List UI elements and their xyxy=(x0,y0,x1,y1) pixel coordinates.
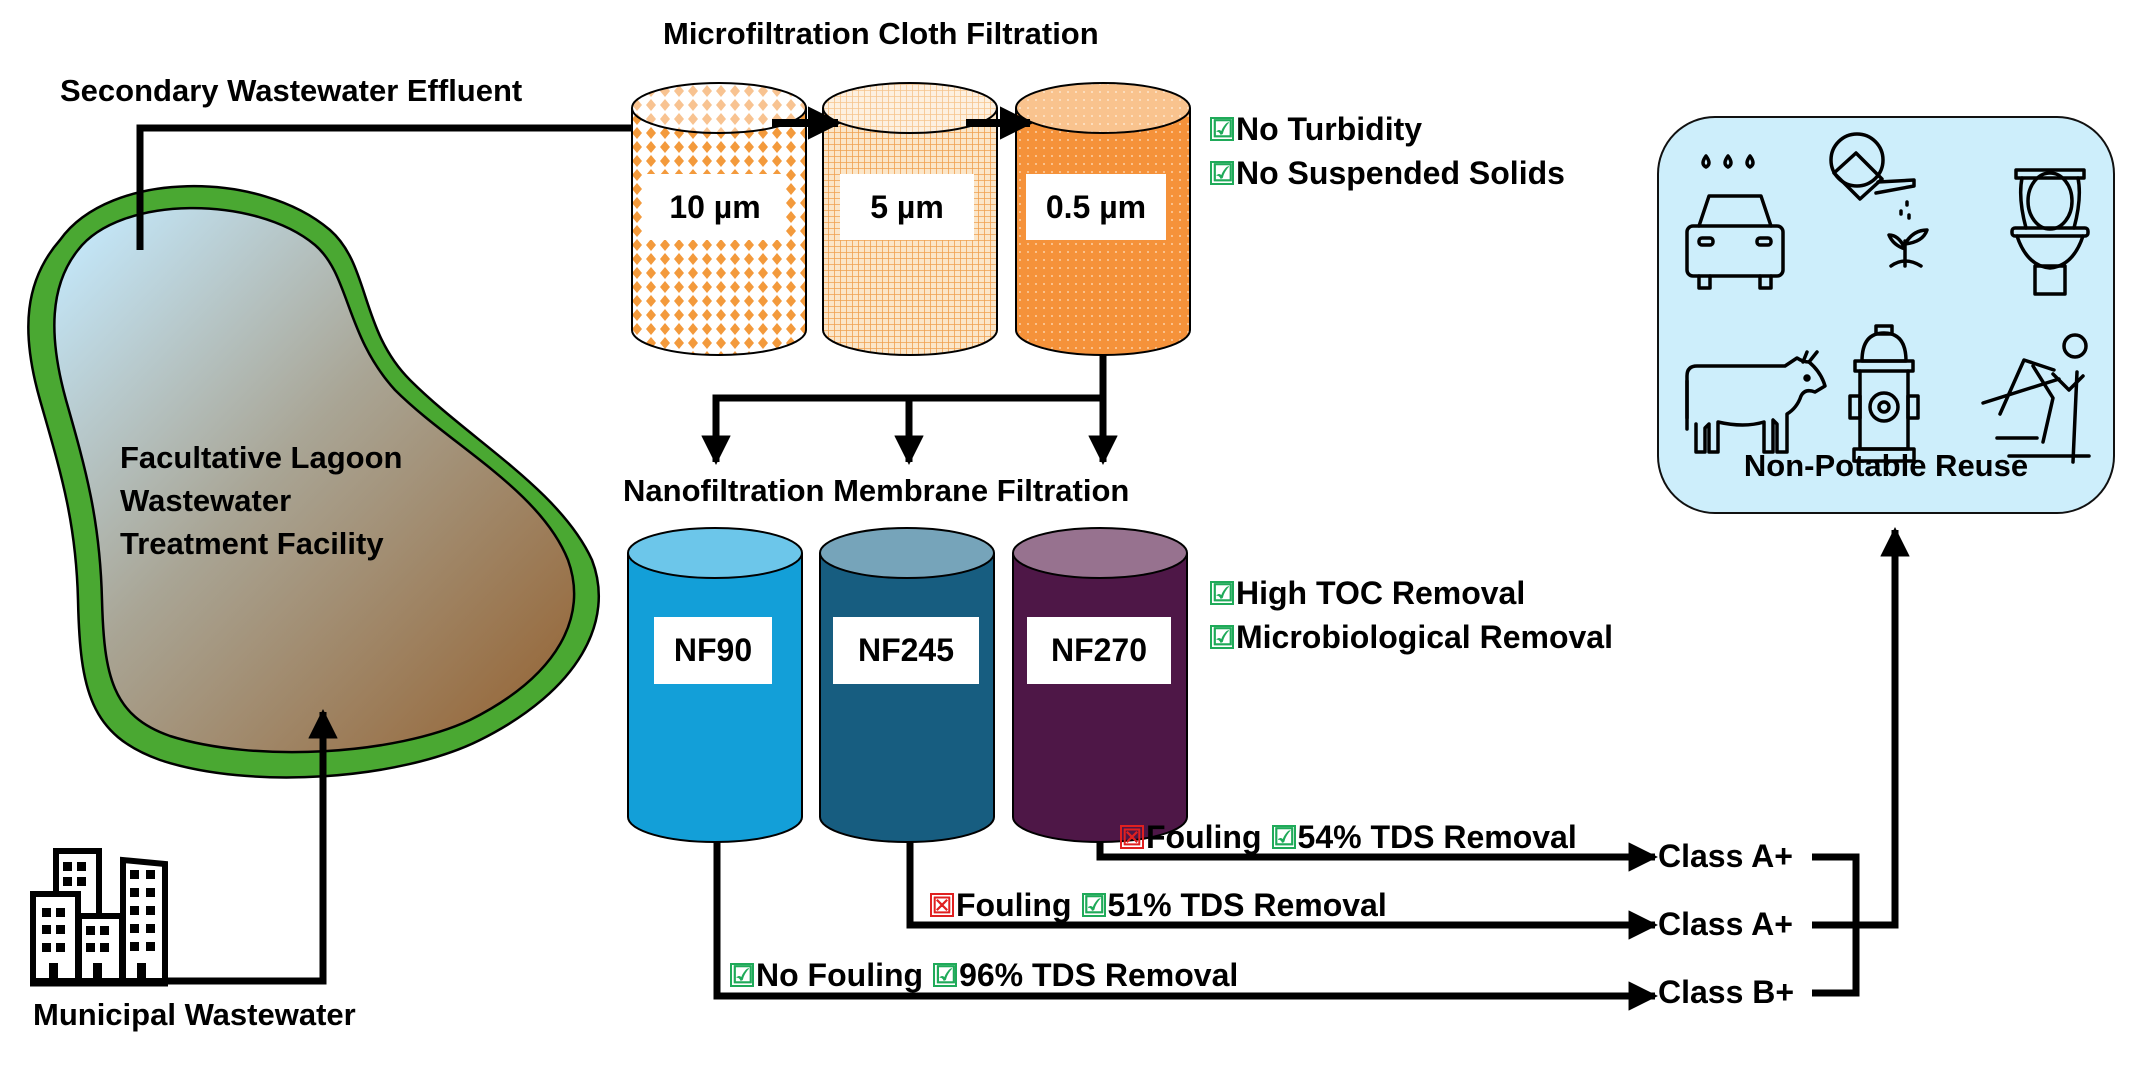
class-label-nf245: Class A+ xyxy=(1658,906,1793,942)
lagoon xyxy=(27,184,601,779)
watering-plant-icon xyxy=(1829,132,1929,268)
mf-to-nf-branch xyxy=(701,355,1118,465)
mf-label-05um: 0.5 µm xyxy=(1026,174,1166,240)
nf-label-nf245: NF245 xyxy=(833,617,979,684)
fouling-text: Fouling xyxy=(956,887,1072,923)
reuse-flow-arrow xyxy=(1856,527,1910,929)
mf-label-5um: 5 µm xyxy=(840,174,974,240)
x-icon: ☒ xyxy=(930,893,954,917)
lagoon-label-line: Wastewater xyxy=(120,483,292,518)
reuse-icons xyxy=(1685,132,2091,464)
fouling-text: Fouling xyxy=(1146,819,1262,855)
check-icon: ☑ xyxy=(1210,116,1234,143)
reuse-title: Non-Potable Reuse xyxy=(1743,448,2029,483)
mf-label-10um: 10 µm xyxy=(646,174,784,240)
check-icon: ☑ xyxy=(1081,892,1106,919)
lagoon-water xyxy=(53,206,576,754)
lagoon-label: Facultative Lagoon Wastewater Treatment … xyxy=(120,436,402,565)
effluent-label: Secondary Wastewater Effluent xyxy=(60,73,523,108)
outcome-text: No Turbidity xyxy=(1236,111,1423,147)
buildings-icon xyxy=(30,848,168,987)
nf-title: Nanofiltration Membrane Filtration xyxy=(623,473,1130,508)
class-label-nf90: Class B+ xyxy=(1658,974,1795,1010)
municipal-flow-arrow xyxy=(166,709,338,985)
check-icon: ☑ xyxy=(1271,824,1296,851)
nf-label-nf270: NF270 xyxy=(1027,617,1171,684)
nf245-outflow xyxy=(906,842,1658,940)
mf-outcomes: ☑ No Turbidity ☑ No Suspended Solids xyxy=(1210,107,1565,195)
x-icon: ☒ xyxy=(1120,825,1144,849)
nf270-outflow xyxy=(1096,842,1658,872)
skier-icon xyxy=(1981,333,2091,464)
check-icon: ☑ xyxy=(933,962,958,989)
check-icon: ☑ xyxy=(1210,160,1234,187)
check-icon: ☑ xyxy=(1210,624,1234,651)
fire-hydrant-icon xyxy=(1848,324,1920,463)
outcome-text: High TOC Removal xyxy=(1236,575,1526,611)
check-icon: ☑ xyxy=(1210,580,1234,607)
nf-outcome: ☑ Microbiological Removal xyxy=(1210,615,1613,659)
car-wash-icon xyxy=(1685,154,1785,290)
tds-text: 96% TDS Removal xyxy=(959,957,1239,993)
nf-cylinder-nf245 xyxy=(819,527,995,843)
nf-outcome: ☑ High TOC Removal xyxy=(1210,571,1613,615)
nf-outflow-lines xyxy=(713,842,1658,1011)
cow-icon xyxy=(1685,350,1827,454)
nf-outcomes: ☑ High TOC Removal ☑ Microbiological Rem… xyxy=(1210,571,1613,659)
lagoon-label-line: Treatment Facility xyxy=(120,526,384,561)
mf-outcome: ☑ No Turbidity xyxy=(1210,107,1565,151)
nf-cylinder-nf270 xyxy=(1012,527,1188,843)
outcome-text: Microbiological Removal xyxy=(1236,619,1613,655)
municipal-wastewater-label: Municipal Wastewater xyxy=(33,997,356,1032)
tds-text: 54% TDS Removal xyxy=(1297,819,1577,855)
nf90-outflow xyxy=(713,842,1658,1011)
tds-text: 51% TDS Removal xyxy=(1107,887,1387,923)
class-label-nf270: Class A+ xyxy=(1658,838,1793,874)
non-potable-reuse-panel: Non-Potable Reuse xyxy=(1657,116,2115,514)
result-nf245: ☒ Fouling ☑ 51% TDS Removal xyxy=(930,883,1387,927)
nf-cylinder-nf90 xyxy=(627,527,803,843)
class-bracket xyxy=(1812,527,1910,997)
result-nf270: ☒ Fouling ☑ 54% TDS Removal xyxy=(1120,815,1577,859)
mf-outcome: ☑ No Suspended Solids xyxy=(1210,151,1565,195)
result-nf90: ☑ No Fouling ☑ 96% TDS Removal xyxy=(730,953,1238,997)
check-icon: ☑ xyxy=(730,962,754,989)
lagoon-label-line: Facultative Lagoon xyxy=(120,440,403,475)
fouling-text: No Fouling xyxy=(756,957,924,993)
nf-label-nf90: NF90 xyxy=(654,617,772,684)
toilet-icon xyxy=(2010,168,2090,296)
outcome-text: No Suspended Solids xyxy=(1236,155,1565,191)
effluent-flow-arrow xyxy=(136,113,673,250)
mf-title: Microfiltration Cloth Filtration xyxy=(663,16,1099,51)
